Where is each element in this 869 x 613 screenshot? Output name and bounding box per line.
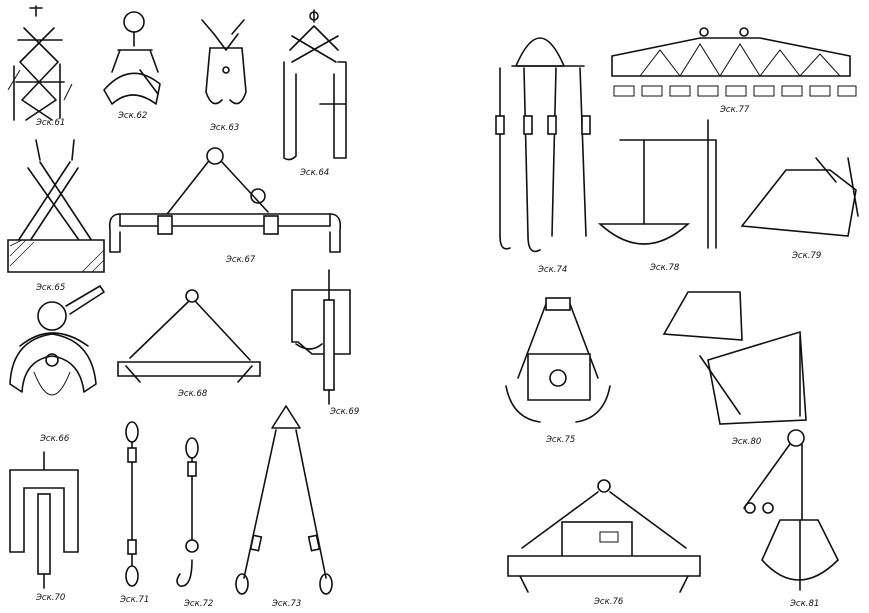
sketch-76-lifting-beam-box: Эск.76 bbox=[507, 479, 701, 607]
sketch-77-lattice-spreader: Эск.77 bbox=[611, 27, 857, 115]
sketch-73-two-leg-sling: Эск.73 bbox=[235, 405, 333, 609]
sketch-70-plate-clamp: Эск.70 bbox=[9, 451, 79, 603]
sketch-75-grab: Эск.75 bbox=[505, 297, 611, 445]
sketch-64-frame-tongs: Эск.64 bbox=[283, 9, 347, 178]
sketch-61-scissor-lift: Эск.61 bbox=[7, 5, 73, 128]
caption-65: Эск.65 bbox=[35, 283, 65, 293]
sketch-72-sling-hook: Эск.72 bbox=[176, 437, 213, 609]
sketch-67-spreader-beam: Эск.67 bbox=[108, 147, 342, 265]
sketch-63-jaw-tongs: Эск.63 bbox=[201, 19, 247, 133]
caption-77: Эск.77 bbox=[719, 105, 750, 115]
sketch-69-rail-clamp: Эск.69 bbox=[291, 269, 359, 417]
caption-74: Эск.74 bbox=[537, 265, 567, 275]
caption-75: Эск.75 bbox=[545, 435, 575, 445]
caption-78: Эск.78 bbox=[649, 263, 680, 273]
caption-76: Эск.76 bbox=[593, 597, 624, 607]
sketch-78-clamshell-mast: Эск.78 bbox=[597, 119, 717, 273]
sketch-80-hooded-bucket: Эск.80 bbox=[662, 291, 807, 447]
caption-81: Эск.81 bbox=[789, 599, 819, 609]
caption-63: Эск.63 bbox=[209, 123, 239, 133]
caption-71: Эск.71 bbox=[119, 595, 149, 605]
caption-69: Эск.69 bbox=[329, 407, 359, 417]
caption-61: Эск.61 bbox=[35, 118, 65, 128]
caption-62: Эск.62 bbox=[117, 111, 147, 121]
sketch-68-sling-beam: Эск.68 bbox=[117, 289, 261, 399]
caption-79: Эск.79 bbox=[791, 251, 821, 261]
caption-80: Эск.80 bbox=[731, 437, 761, 447]
sketch-74-four-leg-sling: Эск.74 bbox=[495, 37, 591, 275]
sketch-65-cross-tongs: Эск.65 bbox=[7, 139, 105, 293]
sketch-79-bucket: Эск.79 bbox=[740, 157, 859, 261]
caption-73: Эск.73 bbox=[271, 599, 301, 609]
caption-66: Эск.66 bbox=[39, 434, 70, 444]
caption-68: Эск.68 bbox=[177, 389, 208, 399]
sketch-71-rope-sling: Эск.71 bbox=[119, 421, 149, 605]
sketch-81-rope-clamshell: Эск.81 bbox=[743, 429, 839, 609]
caption-72: Эск.72 bbox=[183, 599, 213, 609]
caption-70: Эск.70 bbox=[35, 593, 65, 603]
sketch-62-ring-clamp: Эск.62 bbox=[103, 11, 161, 121]
caption-64: Эск.64 bbox=[299, 168, 329, 178]
caption-67: Эск.67 bbox=[225, 255, 256, 265]
sketch-66-pipe-clamp: Эск.66 bbox=[9, 285, 105, 444]
